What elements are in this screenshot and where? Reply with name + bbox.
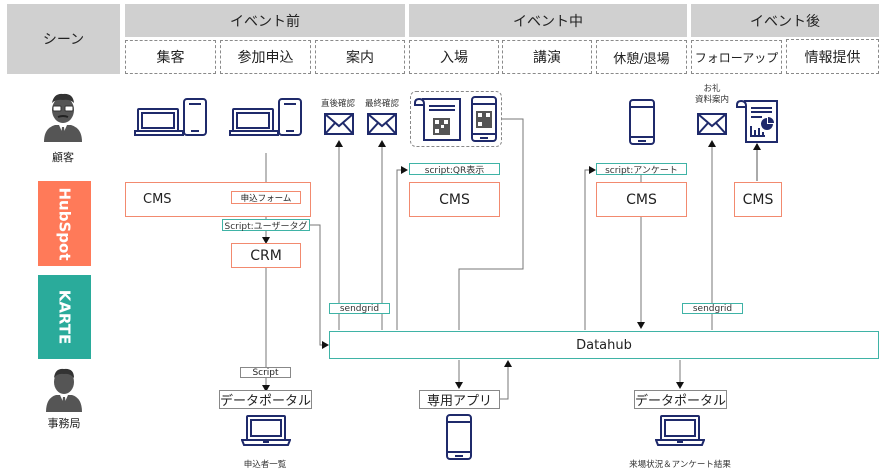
qr-script-label: script:QR表示 [424, 165, 485, 176]
hubspot-lane-label: HubSpot [38, 181, 91, 266]
step-break-exit: 休憩/退場 [596, 40, 687, 74]
datahub-box: Datahub [329, 331, 879, 359]
laptop-smartphone-icon [134, 97, 208, 137]
hubspot-label-text: HubSpot [55, 187, 74, 260]
person-glasses-icon [40, 90, 86, 142]
phase-before: イベント前 [125, 4, 405, 37]
portal-label: データポータル [635, 394, 727, 409]
cms-box-info: CMS [734, 182, 782, 217]
mail-thanks-line1: お礼 [703, 84, 721, 94]
laptop-smartphone-icon [229, 97, 303, 137]
qr-smartphone-icon [471, 96, 497, 142]
envelope-icon [697, 113, 727, 135]
app-label: 専用アプリ [426, 394, 492, 409]
form-label: 申込フォーム [240, 193, 292, 204]
cms-label: CMS [439, 191, 470, 208]
laptop-icon [240, 414, 292, 446]
cms-label: CMS [143, 192, 172, 207]
qr-ticket-icon [414, 96, 464, 142]
line-datahub-to-survey [584, 166, 596, 330]
sendgrid-box-after: sendgrid [682, 303, 743, 314]
scene-label: シーン [42, 32, 85, 48]
application-form-box: 申込フォーム [231, 191, 301, 204]
report-document-icon [736, 98, 780, 144]
data-portal-box-1: データポータル [219, 390, 312, 409]
step-label: フォローアップ [694, 50, 779, 65]
step-label: 情報提供 [804, 49, 861, 66]
customer-lane-label: 顧客 [52, 151, 74, 164]
sendgrid-label: sendgrid [339, 303, 380, 314]
mail-thanks-line2: 資料案内 [694, 95, 729, 105]
portal1-caption: 申込者一覧 [243, 460, 287, 470]
step-apply: 参加申込 [220, 40, 311, 74]
step-label: 入場 [440, 50, 468, 66]
sendgrid-label: sendgrid [692, 303, 733, 314]
crm-box: CRM [231, 243, 301, 268]
step-follow-up: フォローアップ [691, 40, 782, 74]
dedicated-app-box: 専用アプリ [419, 390, 500, 409]
smartphone-icon [446, 414, 472, 460]
envelope-icon [367, 113, 397, 135]
mail-immediate-label: 直後確認 [320, 99, 355, 109]
phase-after-label: イベント後 [750, 13, 820, 30]
phase-during-label: イベント中 [513, 13, 583, 30]
line-qr-to-datahub [458, 118, 524, 330]
cms-box-entry: CMS [409, 182, 500, 217]
qr-script-box: script:QR表示 [409, 163, 500, 176]
step-label: 講演 [533, 50, 561, 66]
portal2-caption: 来場状況＆アンケート結果 [629, 460, 731, 470]
person-suit-icon [44, 366, 84, 412]
qr-group [410, 91, 502, 147]
office-lane-label: 事務局 [47, 417, 81, 430]
user-tag-label: Script:ユーザータグ [224, 221, 308, 232]
step-entry: 入場 [409, 40, 499, 74]
scene-header: シーン [7, 4, 120, 74]
sendgrid-box-before: sendgrid [329, 303, 390, 314]
step-guide: 案内 [315, 40, 405, 74]
phase-before-label: イベント前 [230, 13, 300, 30]
cms-label: CMS [626, 191, 657, 208]
karte-label-text: KARTE [55, 289, 74, 345]
mail-final-label: 最終確認 [364, 99, 399, 109]
laptop-icon [654, 414, 706, 446]
user-tag-script-box: Script:ユーザータグ [222, 219, 310, 232]
phase-during: イベント中 [409, 4, 687, 37]
mail-thanks-label: お礼 資料案内 [690, 84, 734, 106]
data-portal-box-2: データポータル [634, 390, 727, 409]
step-label: 案内 [346, 50, 374, 66]
step-label: 参加申込 [237, 50, 294, 66]
line-app-to-datahub [500, 360, 512, 400]
script-label: Script [252, 367, 279, 378]
portal-label: データポータル [220, 394, 312, 409]
cms-label: CMS [742, 191, 774, 208]
envelope-icon [324, 113, 354, 135]
karte-lane-label: KARTE [38, 275, 91, 359]
crm-label: CRM [250, 247, 282, 264]
cms-box-survey: CMS [596, 182, 687, 217]
step-lecture: 講演 [502, 40, 592, 74]
line-datahub-to-qr-script [396, 166, 408, 330]
datahub-label: Datahub [576, 337, 632, 353]
script-box: Script [240, 367, 291, 378]
step-label: 集客 [156, 50, 185, 66]
smartphone-icon [629, 99, 655, 145]
survey-script-box: script:アンケート [596, 163, 687, 176]
step-label: 休憩/退場 [613, 51, 670, 67]
step-info: 情報提供 [786, 39, 879, 74]
step-attract: 集客 [125, 40, 216, 74]
survey-script-label: script:アンケート [605, 165, 678, 176]
phase-after: イベント後 [691, 4, 879, 37]
line-usertag-to-datahub [310, 224, 329, 349]
